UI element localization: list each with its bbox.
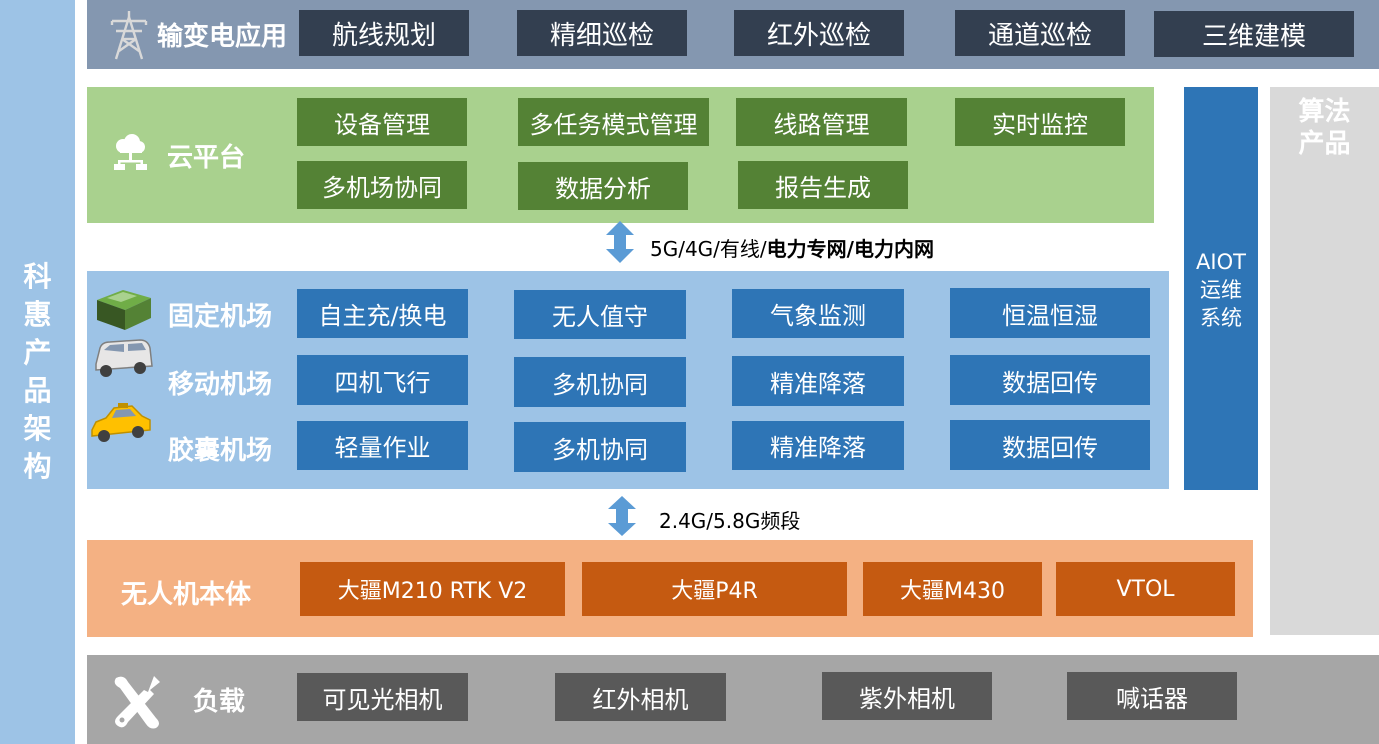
aiot-line-3: 系统	[1200, 306, 1242, 330]
airport-mobile-feature-3[interactable]: 精准降落	[732, 356, 904, 406]
airport-fixed-feature-4[interactable]: 恒温恒湿	[950, 288, 1150, 338]
transmission-tower-icon	[108, 9, 150, 61]
airport-mobile-feature-2[interactable]: 多机协同	[514, 357, 686, 407]
aiot-line-1: AIOT	[1196, 250, 1246, 274]
cloud-item-data-analysis[interactable]: 数据分析	[518, 162, 688, 210]
algorithm-line-1: 算法	[1298, 97, 1351, 127]
airport-label-capsule: 胶囊机场	[168, 436, 273, 466]
tools-icon	[110, 672, 164, 732]
aiot-line-2: 运维	[1200, 278, 1242, 302]
cloud-title: 云平台	[167, 143, 246, 173]
app-item-infrared-inspection[interactable]: 红外巡检	[734, 10, 904, 56]
aiot-label: AIOT 运维 系统	[1184, 248, 1258, 332]
cloud-item-multitask-management[interactable]: 多任务模式管理	[518, 98, 709, 146]
cloud-item-realtime-monitoring[interactable]: 实时监控	[955, 98, 1125, 146]
double-arrow-icon	[608, 496, 636, 536]
payload-item-infrared-camera[interactable]: 红外相机	[555, 673, 726, 721]
airport-capsule-feature-2[interactable]: 多机协同	[514, 422, 686, 472]
app-item-channel-inspection[interactable]: 通道巡检	[955, 10, 1125, 56]
airport-fixed-feature-3[interactable]: 气象监测	[732, 289, 904, 338]
payload-item-visible-camera[interactable]: 可见光相机	[297, 673, 468, 721]
cloud-item-line-management[interactable]: 线路管理	[736, 98, 907, 146]
algorithm-products	[1270, 87, 1379, 635]
double-arrow-icon	[606, 221, 634, 263]
aiot-system	[1184, 87, 1258, 490]
cloud-item-report-generation[interactable]: 报告生成	[738, 161, 908, 209]
drone-item-m430[interactable]: 大疆M430	[863, 562, 1042, 616]
upper-link-bold: 电力专网/电力内网	[766, 237, 934, 261]
payload-item-uv-camera[interactable]: 紫外相机	[822, 672, 992, 720]
drone-item-m210[interactable]: 大疆M210 RTK V2	[300, 562, 565, 616]
payload-title: 负载	[193, 687, 246, 717]
app-item-route-planning[interactable]: 航线规划	[299, 10, 469, 56]
algorithm-line-2: 产品	[1298, 129, 1351, 159]
app-item-fine-inspection[interactable]: 精细巡检	[517, 10, 687, 56]
drone-item-p4r[interactable]: 大疆P4R	[582, 562, 847, 616]
airport-capsule-feature-3[interactable]: 精准降落	[732, 421, 904, 470]
green-box-airport-icon	[93, 284, 155, 332]
cloud-item-device-management[interactable]: 设备管理	[297, 98, 467, 146]
airport-label-mobile: 移动机场	[168, 370, 273, 400]
airport-fixed-feature-2[interactable]: 无人值守	[514, 290, 686, 339]
taxi-car-icon	[88, 400, 154, 448]
side-title: 科惠产品架构	[23, 260, 52, 483]
upper-link-label: 5G/4G/有线/电力专网/电力内网	[650, 233, 934, 262]
airport-mobile-feature-4[interactable]: 数据回传	[950, 355, 1150, 405]
airport-fixed-feature-1[interactable]: 自主充/换电	[297, 289, 468, 338]
side-bar	[0, 0, 75, 744]
drone-title: 无人机本体	[121, 580, 252, 610]
airport-capsule-feature-4[interactable]: 数据回传	[950, 420, 1150, 470]
airport-capsule-feature-1[interactable]: 轻量作业	[297, 421, 468, 470]
airport-label-fixed: 固定机场	[168, 302, 273, 332]
van-icon	[90, 334, 154, 382]
app-item-3d-modeling[interactable]: 三维建模	[1154, 11, 1354, 57]
drone-item-vtol[interactable]: VTOL	[1056, 562, 1235, 616]
lower-link-label: 2.4G/5.8G频段	[659, 509, 801, 533]
application-title: 输变电应用	[157, 22, 288, 52]
algorithm-label: 算法 产品	[1270, 96, 1379, 160]
cloud-item-multi-airport-collab[interactable]: 多机场协同	[297, 161, 467, 209]
cloud-network-icon	[110, 132, 150, 172]
payload-item-loudspeaker[interactable]: 喊话器	[1067, 672, 1237, 720]
upper-link-normal: 5G/4G/有线/	[650, 237, 767, 261]
airport-mobile-feature-1[interactable]: 四机飞行	[297, 355, 468, 405]
